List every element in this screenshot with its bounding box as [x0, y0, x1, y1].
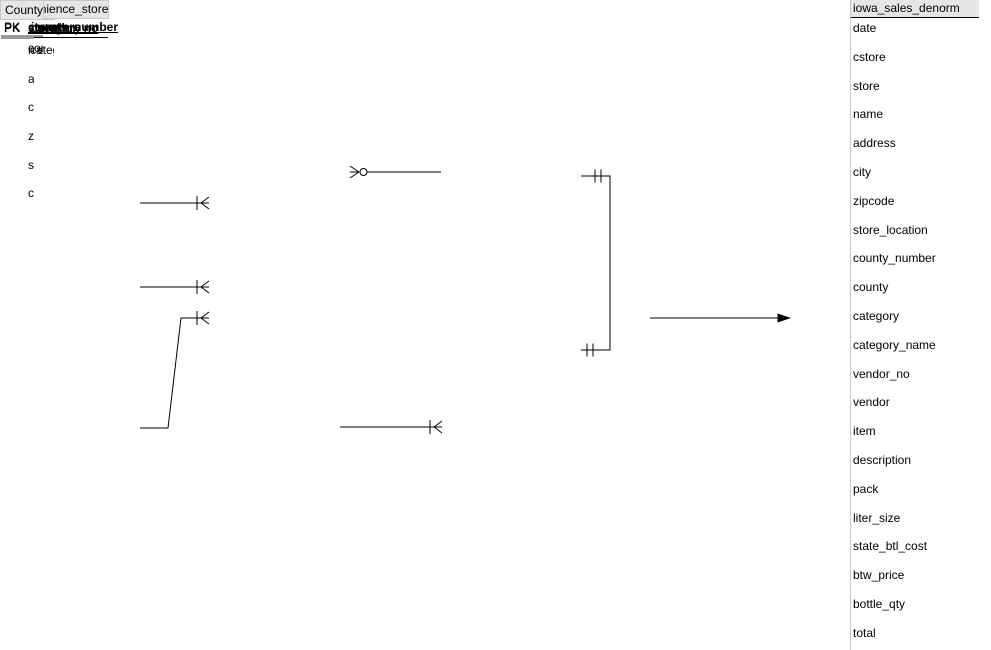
relationship-convenience-store-store: [581, 169, 611, 357]
field-row: vendor: [853, 395, 890, 410]
field-row: vendor: [37, 43, 43, 57]
pk-label: PK: [4, 21, 21, 35]
field-row: state_btl_cost: [853, 539, 928, 554]
field-list: category_name: [1, 38, 54, 57]
denormalization-flow-arrow: [650, 313, 791, 323]
relationship-vendor-sales: [140, 280, 210, 294]
pk-label: PK: [4, 21, 21, 35]
field-row: name: [853, 107, 884, 122]
field-row: city: [853, 164, 871, 179]
field-row: county: [853, 280, 889, 295]
field-row: address: [853, 136, 896, 151]
field-row: pack: [853, 481, 879, 496]
field-row: item: [853, 424, 876, 439]
denorm-table-panel[interactable]: iowa_sales_denorm date cstore store name add…: [850, 0, 991, 650]
field-row: category_name: [853, 337, 936, 352]
pk-field-name: store: [51, 20, 81, 34]
field-row: liter_size: [853, 510, 901, 525]
field-row: description: [853, 452, 912, 467]
relationship-item-sales: [140, 311, 210, 429]
field-row: category: [853, 308, 900, 323]
field-row: bottle_qty: [853, 596, 906, 611]
relationship-category-sales: [140, 196, 210, 210]
field-row: category_name: [30, 43, 54, 57]
field-row: name: [28, 43, 34, 57]
field-row: store: [853, 78, 880, 93]
field-list: vendor: [1, 38, 43, 57]
field-row: store_location: [853, 222, 928, 237]
field-row: zipcode: [853, 193, 895, 208]
pk-field-name: county_number: [28, 20, 119, 34]
field-row: address: [28, 71, 34, 86]
pk-row: PK store: [1, 18, 109, 38]
field-row: btw_price: [853, 568, 905, 583]
field-row: total: [853, 625, 876, 640]
pk-row: PK county_number: [1, 19, 119, 37]
field-row: zipcode: [28, 129, 34, 144]
field-row: city: [28, 100, 34, 115]
field-row: store_location: [28, 157, 34, 172]
field-row: county_number: [28, 186, 34, 201]
field-row: date: [853, 21, 877, 35]
pk-label: PK: [4, 21, 21, 35]
field-row: county: [28, 41, 43, 55]
field-list: date cstore store name address city zipcode sto…: [851, 18, 991, 650]
field-row: vendor_no: [853, 366, 910, 381]
entity-county[interactable]: County PK county_number county: [0, 0, 118, 55]
denorm-table-title: iowa_sales_denorm: [851, 0, 979, 18]
relationship-county-store: [340, 420, 443, 434]
field-row: total: [1, 225, 36, 251]
field-row: county_number: [853, 251, 936, 266]
field-row: cstore: [853, 49, 886, 64]
field-list: county: [1, 37, 43, 56]
pk-label: PK: [4, 21, 21, 35]
entity-title: County: [1, 1, 44, 19]
pk-label: PK: [4, 21, 21, 35]
relationship-sales-convenience-store: [349, 165, 441, 179]
pk-label: PK: [4, 20, 21, 34]
field-list: name address city zipcode store_locationcoun…: [1, 39, 34, 211]
